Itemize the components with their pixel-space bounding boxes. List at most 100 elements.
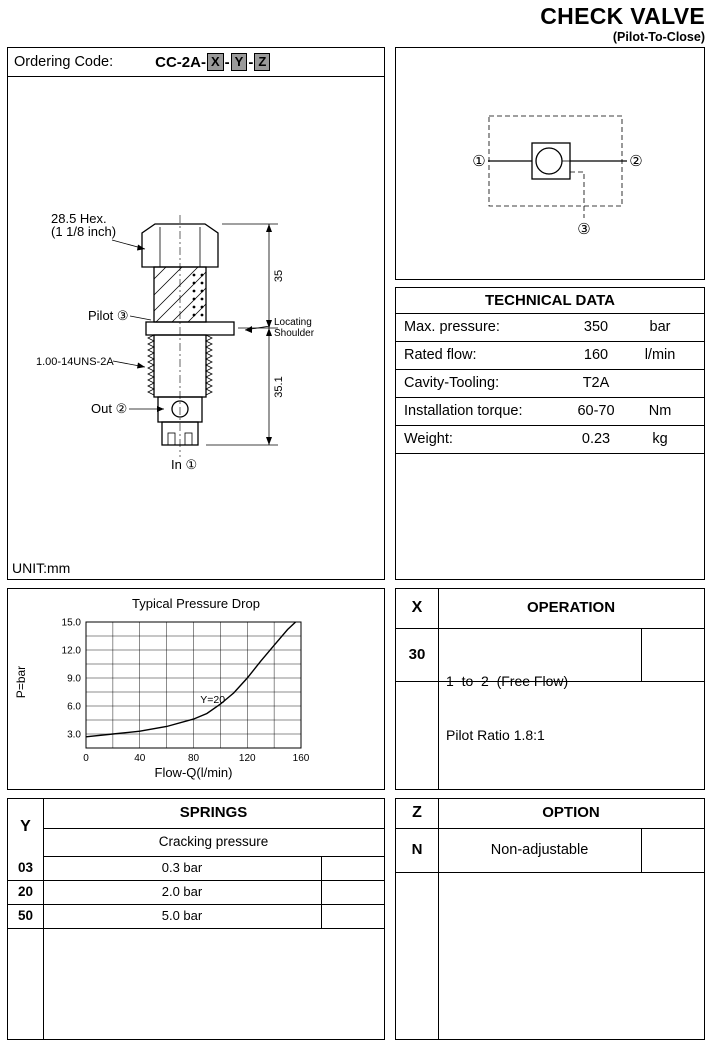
spring-row: 20 2.0 bar bbox=[8, 881, 384, 905]
svg-text:12.0: 12.0 bbox=[62, 646, 82, 657]
operation-col-header: X bbox=[411, 599, 423, 616]
operation-code: 30 bbox=[408, 646, 426, 663]
schematic-port-1: ① bbox=[472, 153, 485, 170]
td-value: T2A bbox=[582, 375, 610, 391]
option-title: OPTION bbox=[542, 804, 600, 821]
springs-subheader: Cracking pressure bbox=[43, 829, 384, 857]
td-value: 350 bbox=[583, 319, 609, 335]
td-unit: l/min bbox=[644, 347, 676, 363]
svg-text:120: 120 bbox=[239, 753, 256, 764]
springs-table: Y SPRINGS Cracking pressure 03 0.3 bar 2… bbox=[7, 798, 385, 1040]
spring-value: 2.0 bar bbox=[161, 884, 203, 899]
check-valve-ball bbox=[535, 147, 563, 175]
valve-cross-section: 35 35.1 Locating Shoulder 28.5 Hex. (1 1… bbox=[36, 211, 315, 472]
column-divider bbox=[641, 829, 642, 872]
td-label: Max. pressure: bbox=[404, 319, 500, 335]
ordering-and-drawing-box: Ordering Code: CC-2A- X - Y - Z bbox=[7, 47, 385, 580]
schematic-port-2: ② bbox=[629, 153, 642, 170]
svg-text:15.0: 15.0 bbox=[62, 618, 82, 629]
locating-shoulder-label-1: Locating bbox=[274, 317, 312, 328]
column-divider bbox=[438, 799, 439, 1039]
valve-drawing-area: 35 35.1 Locating Shoulder 28.5 Hex. (1 1… bbox=[8, 77, 384, 577]
ordering-code-label: Ordering Code: bbox=[14, 54, 114, 70]
title-block: CHECK VALVE (Pilot-To-Close) bbox=[540, 3, 705, 44]
technical-data-table: TECHNICAL DATA Max. pressure: 350 bar Ra… bbox=[395, 287, 705, 580]
dim-35-label: 35 bbox=[273, 270, 285, 282]
springs-col-header: Y bbox=[20, 818, 31, 835]
thread-spec-label: 1.00-14UNS-2A bbox=[36, 356, 114, 368]
ordering-code-value: CC-2A- X - Y - Z bbox=[155, 53, 271, 71]
ordering-code-prefix: CC-2A- bbox=[155, 53, 206, 71]
td-value: 0.23 bbox=[581, 431, 611, 447]
chart-title: Typical Pressure Drop bbox=[132, 596, 260, 611]
dimension-annotations: 35 35.1 Locating Shoulder bbox=[206, 223, 315, 446]
svg-text:Y=20: Y=20 bbox=[200, 694, 225, 706]
operation-desc-line: Pilot Ratio 1.8:1 bbox=[446, 727, 545, 743]
out-port-hole bbox=[171, 400, 189, 418]
valve-body-outline bbox=[141, 215, 235, 457]
pilot-line bbox=[570, 171, 585, 218]
column-divider bbox=[438, 589, 439, 789]
operation-table: X OPERATION 30 1 to 2 (Free Flow) Pilot … bbox=[395, 588, 705, 790]
spring-row: 50 5.0 bar bbox=[8, 905, 384, 929]
td-unit: Nm bbox=[648, 403, 672, 419]
thread-profile-left bbox=[147, 334, 155, 396]
table-row: Rated flow: 160 l/min bbox=[396, 342, 704, 370]
table-row: Max. pressure: 350 bar bbox=[396, 314, 704, 342]
hydraulic-schematic-box: ① ② ③ bbox=[395, 47, 705, 280]
technical-data-title: TECHNICAL DATA bbox=[396, 288, 704, 314]
table-row: Cavity-Tooling: T2A bbox=[396, 370, 704, 398]
svg-text:3.0: 3.0 bbox=[67, 730, 81, 741]
ordering-code-y-chip: Y bbox=[230, 53, 248, 71]
table-row: Installation torque: 60-70 Nm bbox=[396, 398, 704, 426]
td-value: 60-70 bbox=[577, 403, 615, 419]
hydraulic-schematic: ① ② ③ bbox=[472, 115, 643, 238]
operation-description: 1 to 2 (Free Flow) Pilot Ratio 1.8:1 bbox=[446, 636, 568, 780]
in-port-label: In ① bbox=[171, 457, 197, 472]
svg-text:40: 40 bbox=[134, 753, 146, 764]
td-unit: kg bbox=[652, 431, 668, 447]
spring-value: 0.3 bar bbox=[161, 860, 203, 875]
unit-label: UNIT:mm bbox=[12, 560, 71, 576]
spring-code: 03 bbox=[17, 860, 34, 875]
operation-title: OPERATION bbox=[526, 599, 616, 616]
chart-x-axis-label: Flow-Q(l/min) bbox=[154, 765, 233, 780]
operation-desc-line: 1 to 2 (Free Flow) bbox=[446, 673, 569, 689]
column-divider bbox=[43, 799, 44, 1039]
option-header: Z OPTION bbox=[396, 799, 704, 829]
spring-section-dots bbox=[192, 273, 204, 317]
thread-profile-right bbox=[205, 334, 213, 396]
dim-35-1-label: 35.1 bbox=[273, 376, 285, 397]
td-label: Installation torque: bbox=[404, 403, 523, 419]
ordering-code-row: Ordering Code: CC-2A- X - Y - Z bbox=[8, 48, 384, 77]
ordering-code-separator: - bbox=[224, 53, 230, 71]
page-title: CHECK VALVE bbox=[540, 3, 705, 29]
td-label: Cavity-Tooling: bbox=[404, 375, 500, 391]
td-value: 160 bbox=[583, 347, 609, 363]
hex-size-label-2: (1 1/8 inch) bbox=[51, 224, 116, 239]
td-unit: bar bbox=[649, 319, 671, 335]
callout-labels: 28.5 Hex. (1 1/8 inch) Pilot ③ 1.00-14UN… bbox=[36, 211, 197, 472]
option-col-header: Z bbox=[412, 804, 422, 821]
td-label: Rated flow: bbox=[404, 347, 477, 363]
out-port-label: Out ② bbox=[91, 401, 127, 416]
svg-text:0: 0 bbox=[83, 753, 89, 764]
springs-title: SPRINGS bbox=[43, 799, 384, 829]
td-label: Weight: bbox=[404, 431, 453, 447]
svg-text:6.0: 6.0 bbox=[67, 702, 81, 713]
svg-text:160: 160 bbox=[293, 753, 310, 764]
spring-code: 50 bbox=[17, 908, 34, 923]
table-row: Weight: 0.23 kg bbox=[396, 426, 704, 454]
operation-header: X OPERATION bbox=[396, 589, 704, 629]
hex-size-label-1: 28.5 Hex. bbox=[51, 211, 107, 226]
schematic-port-3: ③ bbox=[577, 221, 590, 238]
ordering-code-separator: - bbox=[248, 53, 254, 71]
page-subtitle: (Pilot-To-Close) bbox=[612, 30, 705, 44]
column-divider bbox=[321, 857, 322, 929]
svg-text:80: 80 bbox=[188, 753, 200, 764]
ordering-code-x-chip: X bbox=[206, 53, 224, 71]
option-table: Z OPTION N Non-adjustable bbox=[395, 798, 705, 1040]
option-value: Non-adjustable bbox=[490, 842, 589, 858]
